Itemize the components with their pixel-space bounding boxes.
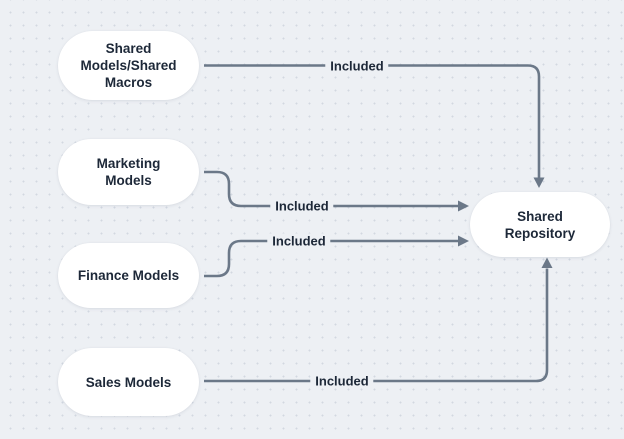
edge-sales-to-repository (204, 268, 549, 383)
node-sales-models[interactable]: Sales Models (58, 348, 199, 416)
node-shared-repository[interactable]: Shared Repository (470, 192, 610, 257)
node-shared-models-shared-macros[interactable]: Shared Models/Shared Macros (58, 31, 199, 100)
edge-shared-models-to-repository (204, 64, 541, 178)
edge-label-included: Included (325, 58, 389, 74)
node-label: Marketing Models (96, 156, 161, 188)
node-label: Sales Models (85, 374, 172, 390)
arrowhead-down-icon (533, 177, 545, 188)
arrowhead-right-icon (458, 200, 469, 212)
node-label: Shared Repository (504, 208, 576, 241)
node-label: Shared Models/Shared Macros (80, 41, 177, 90)
arrowhead-right-icon (458, 235, 469, 247)
node-label: Finance Models (77, 268, 180, 283)
node-marketing-models[interactable]: Marketing Models (58, 139, 199, 205)
arrowhead-up-icon (541, 257, 553, 268)
edge-label-included: Included (310, 373, 374, 389)
edge-label-included: Included (267, 233, 331, 249)
edge-marketing-to-repository (204, 170, 459, 208)
node-finance-models[interactable]: Finance Models (58, 243, 199, 308)
edge-label-included: Included (270, 198, 334, 214)
edge-finance-to-repository (204, 239, 459, 278)
